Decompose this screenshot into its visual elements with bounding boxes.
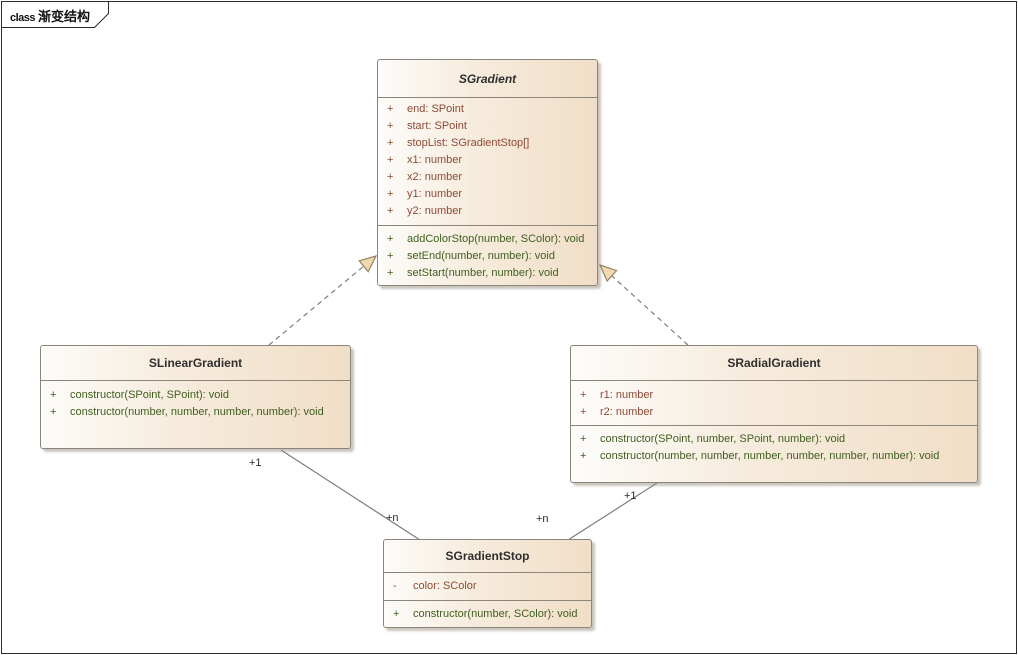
attribute-text: r1: number	[600, 389, 654, 401]
attributes-compartment: + end: SPoint + start: SPoint + stopList: S…	[378, 97, 597, 225]
class-name-label: SRadialGradient	[727, 356, 821, 370]
method-row: + constructor(number, number, number, num…	[41, 404, 350, 421]
visibility-marker: +	[50, 389, 57, 401]
class-box-sradialgradient: SRadialGradient +r1: number +r2: number …	[570, 345, 978, 483]
methods-compartment: + addColorStop(number, SColor): void + set…	[378, 225, 597, 285]
attributes-compartment: + r1: number + r2: number	[571, 380, 977, 425]
attribute-row: + end: SPoint	[378, 101, 597, 118]
method-row: + setEnd(number, number): void	[378, 248, 597, 265]
method-text: addColorStop(number, SColor): void	[407, 233, 585, 245]
class-title-sgradientstop: SGradientStop	[384, 540, 591, 572]
method-row: + constructor(SPoint, number, SPoint, num…	[571, 431, 977, 448]
attribute-text: x2: number	[407, 171, 463, 183]
class-title-sgradient: SGradient	[378, 60, 597, 97]
methods-compartment: + constructor(number, SColor): void	[384, 600, 591, 627]
method-text: constructor(number, number, number, numb…	[70, 406, 324, 418]
attribute-row: + y2: number	[378, 203, 597, 220]
method-text: constructor(SPoint, SPoint): void	[70, 389, 229, 401]
attribute-row: + y1: number	[378, 186, 597, 203]
visibility-marker: +	[387, 171, 394, 183]
attribute-text: y1: number	[407, 188, 463, 200]
attributes-compartment: - color: SColor	[384, 572, 591, 600]
attribute-text: stopList: SGradientStop[]	[407, 137, 530, 149]
diagram-frame-tab	[1, 1, 109, 28]
multiplicity-slinear-target: +n	[386, 512, 399, 524]
method-row: + constructor(number, number, number, num…	[571, 448, 977, 465]
class-box-sgradientstop: SGradientStop - color: SColor + constructo…	[383, 539, 592, 628]
attribute-row: + x1: number	[378, 152, 597, 169]
method-row: + addColorStop(number, SColor): void	[378, 231, 597, 248]
method-text: constructor(number, number, number, numb…	[600, 450, 940, 462]
visibility-marker: +	[580, 389, 587, 401]
method-text: constructor(SPoint, number, SPoint, numb…	[600, 433, 846, 445]
diagram-type-label: class	[10, 12, 36, 24]
visibility-marker: +	[393, 608, 400, 620]
diagram-name-label: 渐变结构	[38, 9, 91, 24]
visibility-marker: +	[387, 154, 394, 166]
attribute-text: y2: number	[407, 205, 463, 217]
multiplicity-slinear-source: +1	[249, 457, 262, 469]
method-text: constructor(number, SColor): void	[413, 608, 578, 620]
class-title-slineargradient: SLinearGradient	[41, 346, 350, 380]
multiplicity-sradial-source: +1	[624, 490, 637, 502]
visibility-marker: +	[580, 406, 587, 418]
visibility-marker: +	[387, 120, 394, 132]
method-text: setStart(number, number): void	[407, 267, 559, 279]
visibility-marker: +	[50, 406, 57, 418]
visibility-marker: +	[580, 433, 587, 445]
methods-compartment: + constructor(SPoint, SPoint): void + cons…	[41, 380, 350, 448]
attribute-row: + x2: number	[378, 169, 597, 186]
method-row: + setStart(number, number): void	[378, 265, 597, 282]
multiplicity-sradial-target: +n	[536, 513, 549, 525]
attribute-row: + r1: number	[571, 387, 977, 404]
frame-tab-shape	[1, 1, 109, 28]
attribute-row: - color: SColor	[384, 578, 591, 595]
attribute-row: + stopList: SGradientStop[]	[378, 135, 597, 152]
attribute-text: r2: number	[600, 406, 654, 418]
visibility-marker: +	[580, 450, 587, 462]
class-name-label: SLinearGradient	[148, 356, 243, 370]
visibility-marker: +	[387, 103, 394, 115]
generalization-arrowhead-left	[358, 255, 378, 273]
attribute-text: color: SColor	[413, 580, 477, 592]
class-title-sradialgradient: SRadialGradient	[571, 346, 977, 380]
attribute-text: end: SPoint	[407, 103, 464, 115]
method-text: setEnd(number, number): void	[407, 250, 555, 262]
realization-line-slinear-to-sgradient	[268, 265, 365, 346]
attribute-row: + r2: number	[571, 404, 977, 421]
visibility-marker: +	[387, 137, 394, 149]
generalization-arrowhead-right	[598, 263, 618, 283]
visibility-marker: +	[387, 250, 394, 262]
visibility-marker: +	[387, 233, 394, 245]
class-box-slineargradient: SLinearGradient + constructor(SPoint, SPo…	[40, 345, 351, 449]
visibility-marker: +	[387, 267, 394, 279]
association-line-sradial-to-sstop	[567, 482, 658, 541]
attribute-text: x1: number	[407, 154, 463, 166]
method-row: + constructor(SPoint, SPoint): void	[41, 387, 350, 404]
visibility-marker: -	[393, 580, 397, 592]
attribute-text: start: SPoint	[407, 120, 467, 132]
method-row: + constructor(number, SColor): void	[384, 606, 591, 623]
class-box-sgradient: SGradient + end: SPoint + start: SPoint + s…	[377, 59, 598, 286]
visibility-marker: +	[387, 205, 394, 217]
attribute-row: + start: SPoint	[378, 118, 597, 135]
class-name-label: SGradientStop	[445, 549, 530, 563]
association-line-slinear-to-sstop	[280, 449, 421, 541]
visibility-marker: +	[387, 188, 394, 200]
realization-line-sradial-to-sgradient	[611, 275, 689, 346]
class-name-label: SGradient	[458, 71, 517, 86]
methods-compartment: + constructor(SPoint, number, SPoint, num…	[571, 425, 977, 482]
